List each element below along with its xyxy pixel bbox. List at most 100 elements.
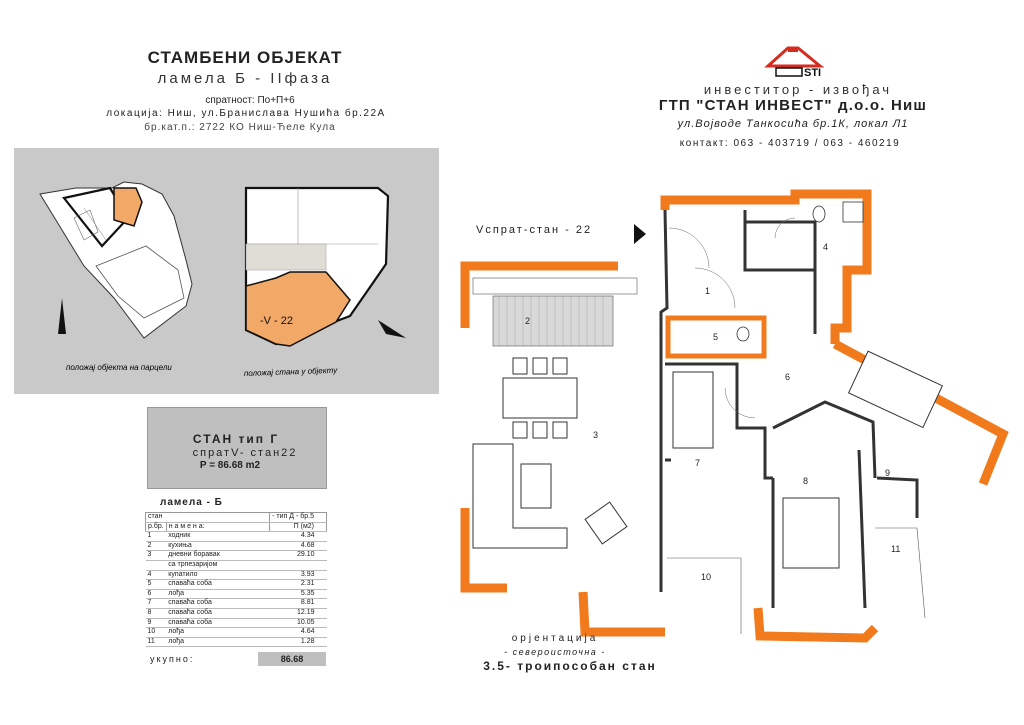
table-lamela: ламела - Б bbox=[160, 497, 223, 508]
apartment-highlight bbox=[245, 271, 351, 347]
room-area: 4.34 bbox=[269, 531, 327, 542]
area-table: стан - тип Д - бр.5 р.бр. н а м е н а: П… bbox=[144, 512, 327, 648]
row-stan-value: - тип Д - бр.5 bbox=[269, 512, 327, 523]
col-no: р.бр. bbox=[145, 521, 167, 533]
room-name: спаваћа соба bbox=[166, 579, 270, 590]
apartment-floor-number: спратV- стан22 bbox=[192, 447, 298, 459]
room-area: 12.19 bbox=[269, 608, 327, 619]
floor-apartment-label: Vспрат-стан - 22 bbox=[476, 224, 593, 236]
room-number-6: 6 bbox=[785, 372, 790, 382]
room-number: 2 bbox=[145, 541, 167, 552]
site-plans-drawing: положај објекта на парцели -V - 22 полож… bbox=[39, 181, 406, 378]
room-area: 5.35 bbox=[269, 589, 327, 600]
room-number-4: 4 bbox=[823, 242, 828, 252]
north-arrow-icon bbox=[58, 298, 66, 334]
apartment-caption: положај стана у објекту bbox=[244, 366, 339, 378]
room-number: 11 bbox=[145, 637, 167, 648]
room-number-1: 1 bbox=[705, 286, 710, 296]
orientation-arrow-icon bbox=[378, 320, 406, 338]
room-number: 9 bbox=[145, 618, 167, 629]
room-area: 2.31 bbox=[269, 579, 327, 590]
room-number: 10 bbox=[145, 627, 167, 638]
investor-role: инвеститор - извођач bbox=[703, 82, 893, 97]
room-area: 4.68 bbox=[269, 541, 327, 552]
room-name: купатило bbox=[166, 570, 270, 581]
room-number-9: 9 bbox=[885, 468, 890, 478]
room-name: лођа bbox=[166, 627, 270, 638]
total-label: укупно: bbox=[150, 654, 195, 664]
room-name: лођа bbox=[166, 637, 270, 648]
room-name: спаваћа соба bbox=[166, 618, 270, 629]
wall-south bbox=[753, 607, 879, 643]
bed-room-9 bbox=[847, 350, 944, 429]
room-number: 7 bbox=[145, 598, 167, 609]
row-stan-label: стан bbox=[144, 512, 271, 523]
room-name: спаваћа соба bbox=[166, 608, 270, 619]
room-area: 1.28 bbox=[269, 637, 327, 648]
room-area bbox=[269, 560, 327, 571]
room-number bbox=[145, 560, 167, 571]
table-row: стан - тип Д - бр.5 bbox=[144, 512, 327, 523]
parcel-caption: положај објекта на парцели bbox=[66, 363, 172, 372]
entrance-arrow-icon bbox=[634, 224, 646, 244]
room-number-8: 8 bbox=[803, 476, 808, 486]
room-number-2: 2 bbox=[525, 316, 530, 326]
location-info: локација: Ниш, ул.Бранислава Нушића бр.2… bbox=[106, 108, 386, 119]
room-number: 6 bbox=[145, 589, 167, 600]
investor-contact: контакт: 063 - 403719 / 063 - 460219 bbox=[679, 138, 901, 149]
room-number: 3 bbox=[145, 550, 167, 561]
wall-south-west bbox=[460, 508, 507, 593]
col-name: н а м е н а: bbox=[165, 521, 271, 533]
room-number-3: 3 bbox=[593, 430, 598, 440]
dining-table bbox=[502, 377, 578, 419]
apartment-in-building bbox=[113, 187, 143, 227]
orientation-value: - североисточна - bbox=[504, 647, 606, 657]
room-area: 29.10 bbox=[269, 550, 327, 561]
wall-north bbox=[660, 189, 872, 344]
room-number-5: 5 bbox=[713, 332, 718, 342]
bed-room-8 bbox=[782, 497, 840, 569]
apartment-type-box bbox=[147, 407, 327, 489]
room-area: 4.64 bbox=[269, 627, 327, 638]
orientation-label: орјентација bbox=[511, 633, 599, 644]
logo-text: STI bbox=[804, 67, 821, 79]
room-number: 4 bbox=[145, 570, 167, 581]
wall-north-west bbox=[460, 261, 618, 328]
company-logo: STI bbox=[764, 46, 825, 79]
investor-company: ГТП "СТАН ИНВЕСТ" д.о.о. Ниш bbox=[658, 97, 928, 114]
room-number-11: 11 bbox=[891, 544, 900, 554]
apartment-area: P = 86.68 m2 bbox=[199, 460, 261, 471]
room-name: дневни боравак bbox=[166, 550, 270, 561]
total-value: 86.68 bbox=[258, 652, 326, 666]
investor-address: ул.Војводе Танкосића бр.1К, локал Л1 bbox=[677, 118, 909, 130]
room-area: 3.93 bbox=[269, 570, 327, 581]
room-number: 1 bbox=[145, 531, 167, 542]
floor-plan: 1 2 3 4 5 6 7 8 9 10 11 bbox=[460, 189, 1009, 643]
room-name: са трпезаријом bbox=[166, 560, 270, 571]
apartment-kind: 3.5- троипособан стан bbox=[483, 659, 657, 673]
apartment-tag: -V - 22 bbox=[260, 315, 293, 327]
floors-info: спратност: По+П+6 bbox=[205, 95, 295, 106]
room-number-10: 10 bbox=[701, 572, 711, 582]
apartment-type: СТАН тип Г bbox=[192, 432, 280, 446]
project-title: СТАМБЕНИ ОБЈЕКАТ bbox=[147, 48, 343, 67]
room-number: 8 bbox=[145, 608, 167, 619]
room-area: 10.05 bbox=[269, 618, 327, 629]
room-area: 8.81 bbox=[269, 598, 327, 609]
room-name: спаваћа соба bbox=[166, 598, 270, 609]
cadastral-info: бр.кат.п.: 2722 КО Ниш-Ћеле Кула bbox=[144, 122, 336, 133]
room-number-7: 7 bbox=[695, 458, 700, 468]
col-area: П (м2) bbox=[269, 521, 327, 533]
room-name: ходник bbox=[166, 531, 270, 542]
